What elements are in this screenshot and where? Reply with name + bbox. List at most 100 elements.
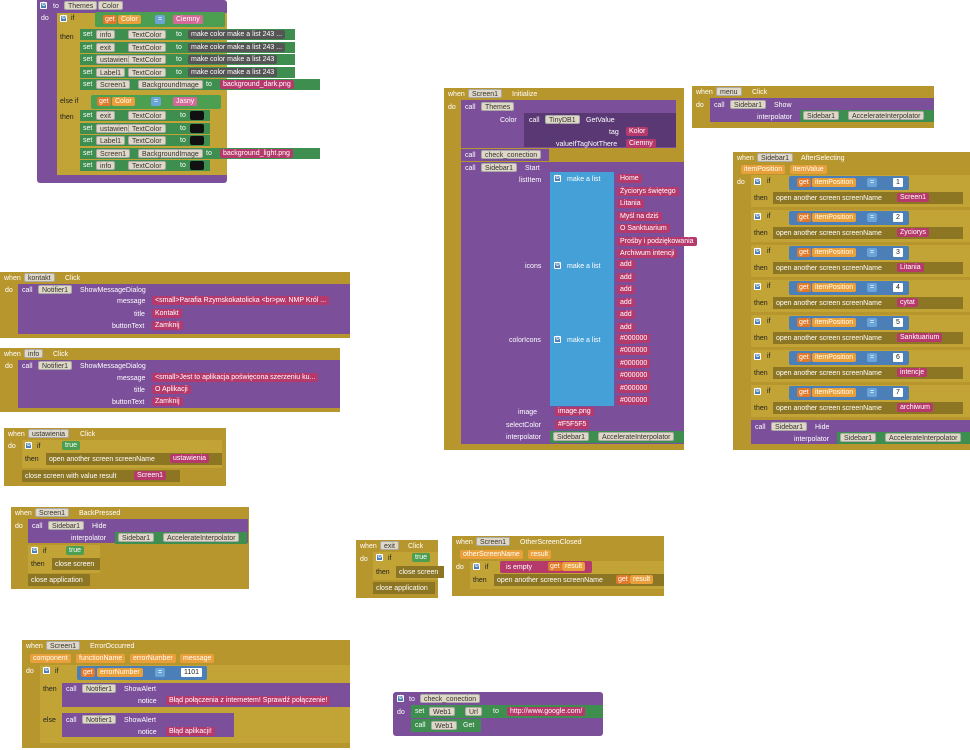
procedure-themes[interactable]: Themes: [481, 102, 515, 111]
gear-icon[interactable]: [43, 666, 50, 674]
interpolator-value[interactable]: Sidebar1 AccelerateInterpolator: [800, 110, 934, 122]
text-notice[interactable]: Błąd połączenia z internetem! Sprawdź po…: [166, 696, 331, 705]
var-itemposition[interactable]: itemPosition: [812, 178, 857, 187]
close-application[interactable]: close application: [373, 582, 435, 594]
component-sidebar[interactable]: Sidebar1: [481, 163, 518, 172]
get-block[interactable]: get: [81, 668, 95, 677]
gear-icon[interactable]: [554, 335, 561, 343]
procedure-check[interactable]: check_conection: [481, 150, 542, 159]
component-dropdown[interactable]: Screen1: [96, 148, 131, 158]
param-result[interactable]: result: [528, 550, 552, 559]
property-dropdown[interactable]: TextColor: [128, 161, 166, 171]
var-itemposition[interactable]: itemPosition: [812, 388, 857, 397]
text-message[interactable]: <small>Jest to aplikacja poświęcona szer…: [152, 373, 319, 382]
open-another-screen[interactable]: open another screen screenName ustawieni…: [46, 453, 222, 465]
text-color[interactable]: #000000: [617, 383, 651, 393]
text-button[interactable]: Zamknij: [152, 397, 183, 406]
color-black-block[interactable]: [190, 123, 204, 133]
get-block[interactable]: get: [797, 178, 811, 187]
get-block[interactable]: get: [797, 283, 811, 292]
component-sidebar[interactable]: Sidebar1: [553, 432, 590, 441]
text-message[interactable]: <small>Parafia Rzymskokatolicka <br>pw. …: [152, 296, 330, 305]
property-dropdown[interactable]: BackgroundImage: [138, 80, 203, 90]
gear-icon[interactable]: [754, 177, 761, 185]
text-icon-add[interactable]: add: [617, 297, 635, 307]
var-itemposition[interactable]: itemPosition: [812, 353, 857, 362]
text-list-item[interactable]: Prośby i podziękowania: [617, 236, 697, 246]
property-dropdown[interactable]: TextColor: [128, 111, 166, 120]
param-component[interactable]: component: [30, 654, 71, 663]
param-otherscreenname[interactable]: otherScreenName: [460, 550, 523, 559]
text-icon-add[interactable]: add: [617, 260, 635, 269]
component-dropdown[interactable]: info: [96, 161, 116, 171]
text-list-item[interactable]: Litania: [617, 199, 644, 208]
text-background[interactable]: background_dark.png: [220, 80, 294, 90]
component-dropdown[interactable]: exit: [96, 111, 115, 120]
component-sidebar[interactable]: Sidebar1: [771, 422, 808, 431]
get-block[interactable]: get: [797, 353, 811, 362]
var-itemposition[interactable]: itemPosition: [812, 213, 857, 222]
text-list-item[interactable]: Myśl na dziś: [617, 211, 662, 221]
compare-block-2[interactable]: get Color = Jasny: [91, 95, 221, 109]
param-color[interactable]: Color: [98, 1, 123, 10]
color-black-block[interactable]: [190, 136, 204, 146]
interpolator-name[interactable]: AccelerateInterpolator: [163, 533, 240, 542]
property-dropdown[interactable]: TextColor: [128, 42, 166, 52]
operator-eq[interactable]: =: [867, 248, 878, 257]
component-dropdown[interactable]: Label1: [96, 67, 126, 77]
text-screen-name[interactable]: archiwum: [897, 403, 933, 412]
text-button[interactable]: Zamknij: [152, 321, 183, 330]
property-dropdown[interactable]: TextColor: [128, 123, 166, 133]
logic-true[interactable]: true: [66, 546, 85, 555]
gear-icon[interactable]: [60, 14, 67, 22]
number-value[interactable]: 7: [893, 388, 903, 397]
text-jasny[interactable]: Jasny: [173, 97, 198, 106]
number-1101[interactable]: 1101: [181, 668, 203, 677]
component-dropdown[interactable]: Screen1: [96, 80, 131, 90]
get-block[interactable]: get: [103, 15, 117, 24]
compare-block[interactable]: get Color = Ciemny: [95, 12, 225, 27]
component-web[interactable]: Web1: [429, 707, 456, 716]
number-value[interactable]: 4: [893, 283, 903, 292]
text-screen-name[interactable]: Litania: [897, 263, 924, 272]
close-screen[interactable]: close screen: [52, 558, 100, 570]
var-result[interactable]: result: [630, 575, 654, 584]
component-menu[interactable]: menu: [716, 87, 742, 96]
var-color[interactable]: Color: [118, 15, 141, 24]
component-sidebar[interactable]: Sidebar1: [730, 100, 767, 109]
close-application[interactable]: close application: [28, 574, 90, 586]
interpolator-name[interactable]: AccelerateInterpolator: [598, 432, 675, 441]
text-title[interactable]: O Aplikacji: [152, 385, 191, 394]
color-black-block[interactable]: [190, 161, 204, 171]
text-screen[interactable]: ustawienia: [170, 454, 210, 463]
operator-eq[interactable]: =: [155, 15, 166, 24]
gear-icon[interactable]: [754, 282, 761, 290]
operator-eq[interactable]: =: [155, 668, 166, 677]
text-screen-name[interactable]: Screen1: [897, 193, 930, 202]
interpolator-value[interactable]: Sidebar1 AccelerateInterpolator: [837, 432, 970, 444]
operator-eq[interactable]: =: [867, 178, 878, 187]
text-ciemny[interactable]: Ciemny: [173, 15, 203, 24]
text-list-item[interactable]: O Sanktuarium: [617, 224, 670, 233]
